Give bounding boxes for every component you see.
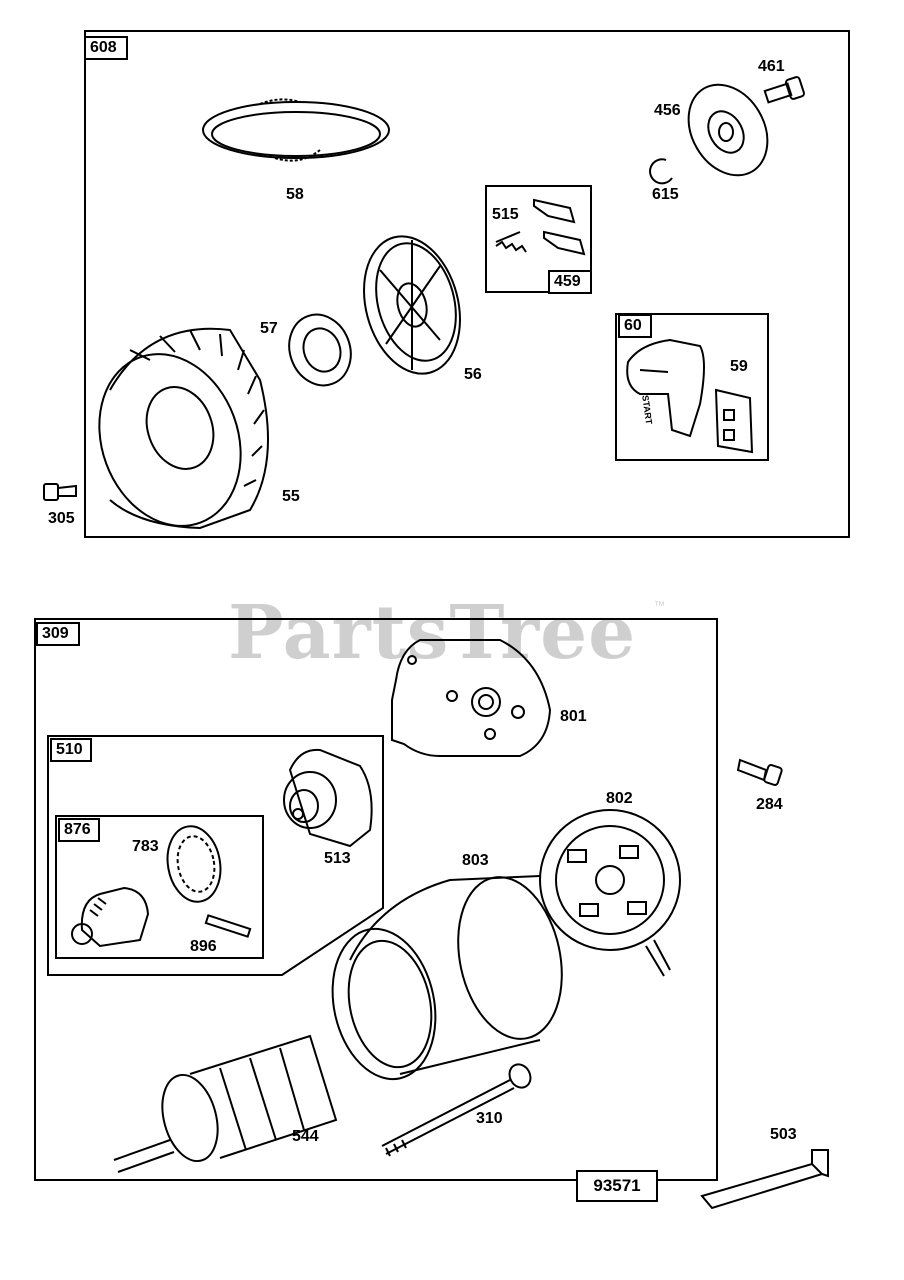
label-783: 783 [132,838,159,855]
tag-93571: 93571 [576,1170,658,1202]
group-309-frame [34,618,718,1181]
part-801-plate [391,639,552,757]
watermark: PartsTree [228,590,637,676]
part-783-gear [166,825,222,903]
label-310: 310 [476,1110,503,1127]
label-58: 58 [286,186,304,203]
label-57: 57 [260,320,278,337]
label-896: 896 [190,938,217,955]
label-544: 544 [292,1128,319,1145]
handle-start-text: START [640,394,655,426]
part-461-bolt [763,76,805,104]
tag-876: 876 [58,818,100,842]
label-503: 503 [770,1126,797,1143]
label-284: 284 [756,796,783,813]
label-56: 56 [464,366,482,383]
tag-608: 608 [84,36,128,60]
label-513: 513 [324,850,351,867]
part-896-pin [204,914,252,938]
part-310-bolt [381,1063,532,1157]
group-510-frame [47,735,384,976]
label-305: 305 [48,510,75,527]
group-608-frame [84,30,850,538]
tag-60: 60 [618,314,652,338]
part-515-spring [495,231,527,253]
part-305-screw [43,483,77,501]
part-615-clip [649,158,673,185]
part-456-plate [687,83,769,177]
part-56-pulley [363,235,461,375]
part-55-housing [98,327,269,530]
tag-309: 309 [36,622,80,646]
label-59: 59 [730,358,748,375]
tag-510: 510 [50,738,92,762]
part-59-insert [714,388,754,454]
part-284-bolt [736,758,783,786]
label-461: 461 [758,58,785,75]
part-60-handle [626,338,705,438]
part-544-armature [113,1034,338,1173]
watermark-trademark: ™ [654,600,665,612]
part-503-gauge [700,1149,829,1210]
label-803: 803 [462,852,489,869]
label-615: 615 [652,186,679,203]
part-802-brushplate [539,809,681,977]
group-876-frame [55,815,264,959]
part-459-dogs [533,198,586,256]
label-456: 456 [654,102,681,119]
part-876-drive [71,886,150,948]
label-802: 802 [606,790,633,807]
part-803-housing [331,875,563,1081]
tag-459: 459 [548,270,592,294]
group-60-frame [615,313,769,461]
label-55: 55 [282,488,300,505]
label-515: 515 [492,206,519,223]
part-58-rings [202,98,390,162]
label-801: 801 [560,708,587,725]
group-459-frame [485,185,592,293]
part-57-spring [288,313,352,387]
part-513-endcap [283,748,373,848]
